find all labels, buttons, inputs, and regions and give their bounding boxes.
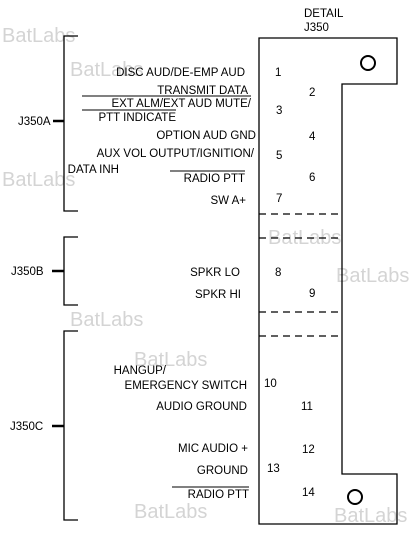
signal-label: AUDIO GROUND xyxy=(156,401,247,413)
pin-number: 6 xyxy=(309,172,315,184)
signal-label: EMERGENCY SWITCH xyxy=(125,380,247,392)
signal-label: AUX VOL OUTPUT/IGNITION/ xyxy=(97,148,255,160)
detail-connector-name: J350 xyxy=(304,22,329,34)
pin-number: 7 xyxy=(276,193,282,205)
connector-outline xyxy=(258,37,398,525)
pin-number: 11 xyxy=(301,401,313,413)
mounting-hole-bottom xyxy=(347,489,363,505)
group-label-j350a: J350A xyxy=(18,116,51,128)
signal-label: TRANSMIT DATA xyxy=(157,85,248,97)
signal-label: OPTION AUD GND xyxy=(156,130,256,142)
overbars xyxy=(82,95,251,488)
watermark-layer: BatLabs BatLabs BatLabs BatLabs BatLabs … xyxy=(2,25,409,527)
pin-number: 10 xyxy=(264,378,277,390)
bracket-j350b xyxy=(52,236,78,306)
pin-number: 13 xyxy=(267,463,280,475)
signal-label: PTT INDICATE xyxy=(98,112,176,124)
watermark-text: BatLabs xyxy=(134,501,207,523)
watermark-text: BatLabs xyxy=(334,505,407,527)
pin-numbers: 1 2 3 4 5 6 7 8 9 10 11 12 13 14 xyxy=(264,67,316,499)
pin-number: 1 xyxy=(275,67,281,79)
watermark-text: BatLabs xyxy=(70,309,143,331)
signal-label: SPKR HI xyxy=(195,289,241,301)
group-label-j350b: J350B xyxy=(11,266,44,278)
watermark-text: BatLabs xyxy=(70,59,143,81)
signal-label: DATA INH xyxy=(68,164,119,176)
pin-number: 14 xyxy=(302,487,315,499)
pin-number: 3 xyxy=(276,105,282,117)
pin-number: 8 xyxy=(275,267,281,279)
watermark-text: BatLabs xyxy=(2,169,75,191)
watermark-text: BatLabs xyxy=(134,349,207,371)
watermark-text: BatLabs xyxy=(268,227,341,249)
signal-label: HANGUP/ xyxy=(114,365,167,377)
mounting-hole-top xyxy=(360,55,376,71)
section-dividers xyxy=(259,213,342,337)
signal-label: MIC AUDIO + xyxy=(178,443,248,455)
signal-label: SPKR LO xyxy=(190,267,240,279)
watermark-text: BatLabs xyxy=(2,25,75,47)
pin-number: 4 xyxy=(309,131,316,143)
signal-label: RADIO PTT xyxy=(184,173,245,185)
pin-number: 9 xyxy=(309,288,315,300)
group-label-j350c: J350C xyxy=(10,421,43,433)
pin-number: 5 xyxy=(276,150,282,162)
signal-label: RADIO PTT xyxy=(188,489,249,501)
signal-labels: DISC AUD/DE-EMP AUD TRANSMIT DATA EXT AL… xyxy=(68,67,256,501)
watermark-text: BatLabs xyxy=(336,265,409,287)
bracket-j350c xyxy=(52,330,78,521)
pin-number: 12 xyxy=(302,444,315,456)
signal-label: SW A+ xyxy=(211,195,247,207)
signal-label: EXT ALM/EXT AUD MUTE/ xyxy=(111,98,251,110)
pin-number: 2 xyxy=(309,87,315,99)
signal-label: DISC AUD/DE-EMP AUD xyxy=(116,67,245,79)
bracket-j350a xyxy=(53,35,78,212)
detail-title: DETAIL xyxy=(304,8,344,20)
signal-label: GROUND xyxy=(197,465,248,477)
